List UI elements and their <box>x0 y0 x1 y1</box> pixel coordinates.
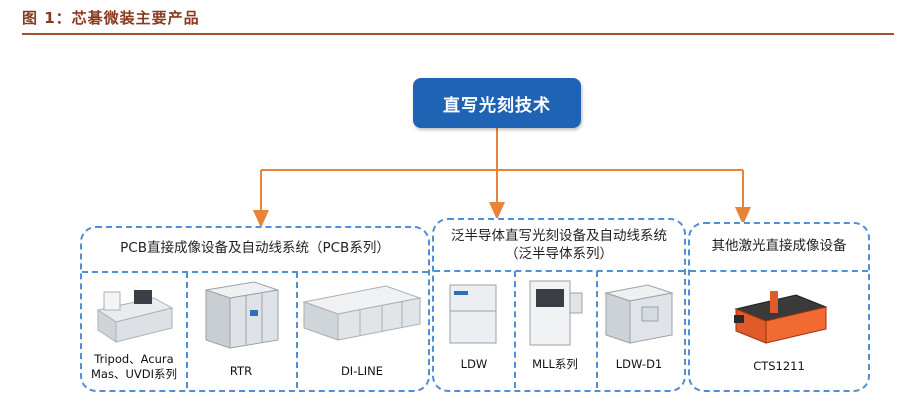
group-pcb-vdivider-1 <box>186 272 188 388</box>
group-semiconductor-title-line2: （泛半导体系列） <box>505 246 613 262</box>
group-pcb-title: PCB直接成像设备及自动线系统（PCB系列） <box>120 240 390 256</box>
product-rtr-label: RTR <box>229 364 253 378</box>
figure-title: 图 1：芯碁微装主要产品 <box>22 9 200 27</box>
group-other-title: 其他激光直接成像设备 <box>711 238 847 254</box>
group-other-divider <box>690 270 868 272</box>
product-di-line-label: DI-LINE <box>340 364 384 378</box>
group-pcb-vdivider-2 <box>296 272 298 388</box>
group-semiconductor-vdivider-1 <box>514 271 516 388</box>
root-node-direct-write-lithography: 直写光刻技术 <box>413 78 581 128</box>
group-pcb-series: PCB直接成像设备及自动线系统（PCB系列） Tripod、Acura Mas、… <box>80 226 430 392</box>
group-other-laser: 其他激光直接成像设备 CTS1211 <box>688 222 870 392</box>
group-semiconductor-series: 泛半导体直写光刻设备及自动线系统 （泛半导体系列） LDW MLL系列 LDW-… <box>432 218 686 392</box>
rtr-machine-image <box>205 281 279 349</box>
ldw-machine-image <box>449 284 497 344</box>
product-di-line: DI-LINE <box>296 272 428 388</box>
cts1211-machine-image <box>734 291 828 344</box>
product-tripod-label-line2: Mas、UVDI系列 <box>91 367 177 381</box>
group-semiconductor-divider <box>434 270 684 272</box>
product-ldw-d1: LDW-D1 <box>596 271 682 388</box>
product-ldw-label: LDW <box>460 357 488 371</box>
group-semiconductor-vdivider-2 <box>596 271 598 388</box>
product-mll-label: MLL系列 <box>532 357 578 371</box>
product-cts1211-label: CTS1211 <box>753 359 805 373</box>
product-tripod-acura: Tripod、Acura Mas、UVDI系列 <box>82 272 186 388</box>
tripod-machine-image <box>96 290 174 343</box>
product-rtr: RTR <box>186 272 296 388</box>
product-cts1211: CTS1211 <box>690 271 868 388</box>
ldw-d1-machine-image <box>604 284 674 344</box>
product-mll: MLL系列 <box>514 271 596 388</box>
group-pcb-divider <box>82 271 428 273</box>
product-ldw-d1-label: LDW-D1 <box>615 357 663 371</box>
product-ldw: LDW <box>434 271 514 388</box>
mll-machine-image <box>529 280 583 346</box>
group-semiconductor-title-line1: 泛半导体直写光刻设备及自动线系统 <box>451 228 667 244</box>
product-tripod-label-line1: Tripod、Acura <box>94 352 174 366</box>
di-line-machine-image <box>302 285 422 341</box>
title-rule <box>22 33 894 35</box>
